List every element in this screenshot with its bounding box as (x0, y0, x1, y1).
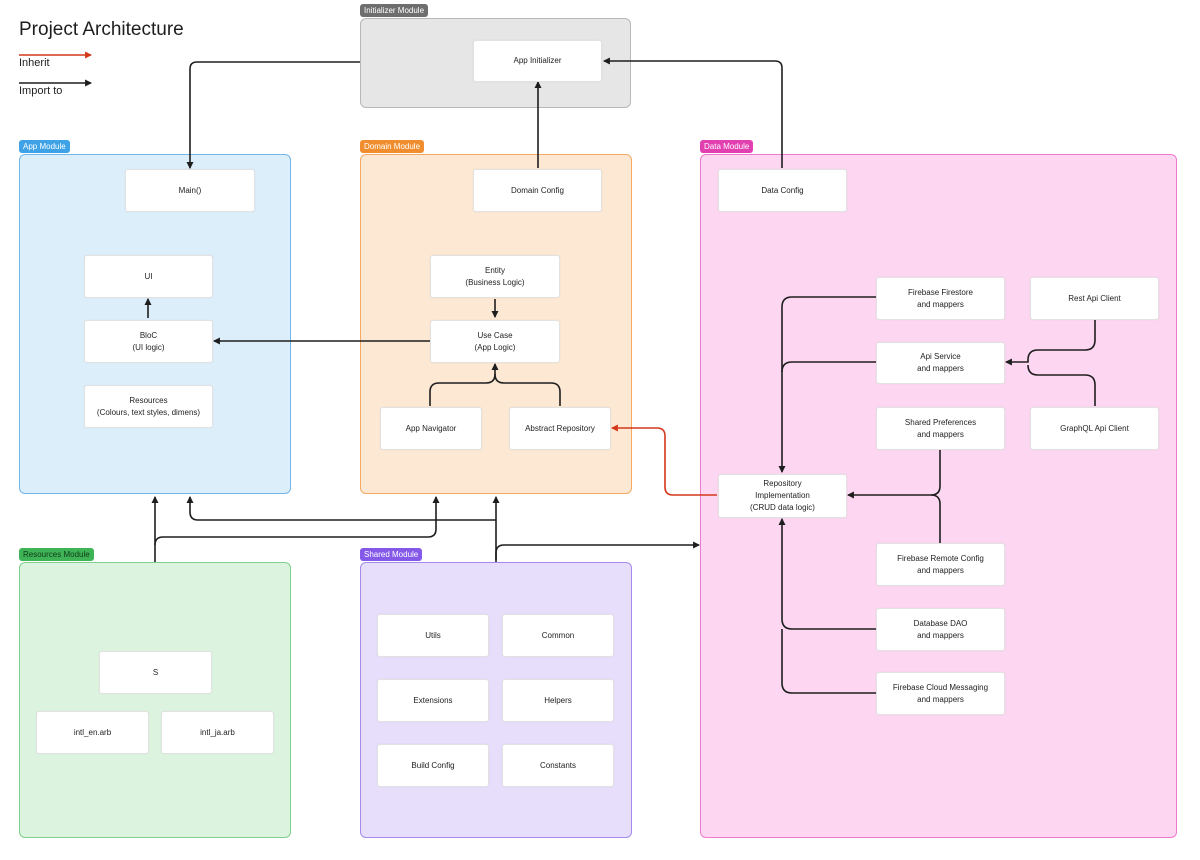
node-repository-implementation: Repository Implementation (CRUD data log… (718, 474, 847, 518)
node-resources: Resources (Colours, text styles, dimens) (84, 385, 213, 428)
node-rest-api-client: Rest Api Client (1030, 277, 1159, 320)
arrow-dao-to-repoimpl (778, 517, 876, 630)
node-app-initializer: App Initializer (473, 40, 602, 82)
arrow-repoimpl-inherits-abstractrepo (610, 424, 717, 496)
arrow-rest-to-apiservice (1004, 319, 1096, 366)
data-module-tag: Data Module (700, 140, 754, 153)
node-s: S (99, 651, 212, 694)
node-helpers: Helpers (502, 679, 614, 722)
arrow-fcm-to-repoimpl (781, 629, 876, 694)
node-bloc: BloC (UI logic) (84, 320, 213, 363)
node-extensions: Extensions (377, 679, 489, 722)
domain-module-tag: Domain Module (360, 140, 425, 153)
resources-module-tag: Resources Module (19, 548, 94, 561)
arrow-shared-to-data (495, 541, 701, 560)
node-utils: Utils (377, 614, 489, 657)
arrow-navigator-to-usecase (429, 362, 499, 406)
node-entity: Entity (Business Logic) (430, 255, 560, 298)
arrow-remoteconfig-to-repoimpl (930, 494, 941, 543)
arrow-sharedprefs-to-repoimpl (846, 449, 941, 499)
arrow-apiservice-to-repoimpl (781, 361, 876, 373)
node-firebase-cloud-messaging: Firebase Cloud Messaging and mappers (876, 672, 1005, 715)
node-use-case: Use Case (App Logic) (430, 320, 560, 363)
node-build-config: Build Config (377, 744, 489, 787)
node-firebase-remote-config: Firebase Remote Config and mappers (876, 543, 1005, 586)
node-shared-preferences: Shared Preferences and mappers (876, 407, 1005, 450)
node-app-navigator: App Navigator (380, 407, 482, 450)
arrow-initializer-to-main (186, 61, 360, 170)
app-module-tag: App Module (19, 140, 70, 153)
node-api-service: Api Service and mappers (876, 342, 1005, 384)
node-intl-en: intl_en.arb (36, 711, 149, 754)
resources-module (19, 562, 291, 838)
legend-import-label: Import to (19, 85, 63, 97)
node-ui: UI (84, 255, 213, 298)
arrow-abstractrepo-to-usecase (494, 373, 561, 406)
node-constants: Constants (502, 744, 614, 787)
arrow-dataconfig-to-initializer (602, 57, 783, 168)
node-domain-config: Domain Config (473, 169, 602, 212)
legend-inherit-label: Inherit (19, 57, 50, 69)
node-firebase-firestore: Firebase Firestore and mappers (876, 277, 1005, 320)
node-main: Main() (125, 169, 255, 212)
page-title: Project Architecture (19, 19, 184, 40)
node-intl-ja: intl_ja.arb (161, 711, 274, 754)
shared-module-tag: Shared Module (360, 548, 423, 561)
node-abstract-repository: Abstract Repository (509, 407, 611, 450)
node-graphql-api-client: GraphQL Api Client (1030, 407, 1159, 450)
initializer-module-tag: Initializer Module (360, 4, 429, 17)
node-common: Common (502, 614, 614, 657)
arrow-resources-to-domain (154, 495, 440, 546)
node-database-dao: Database DAO and mappers (876, 608, 1005, 651)
arrow-firestore-to-repoimpl (778, 296, 876, 474)
node-data-config: Data Config (718, 169, 847, 212)
arrow-shared-to-app (186, 495, 496, 521)
arrow-graphql-to-apiservice (1027, 364, 1096, 406)
